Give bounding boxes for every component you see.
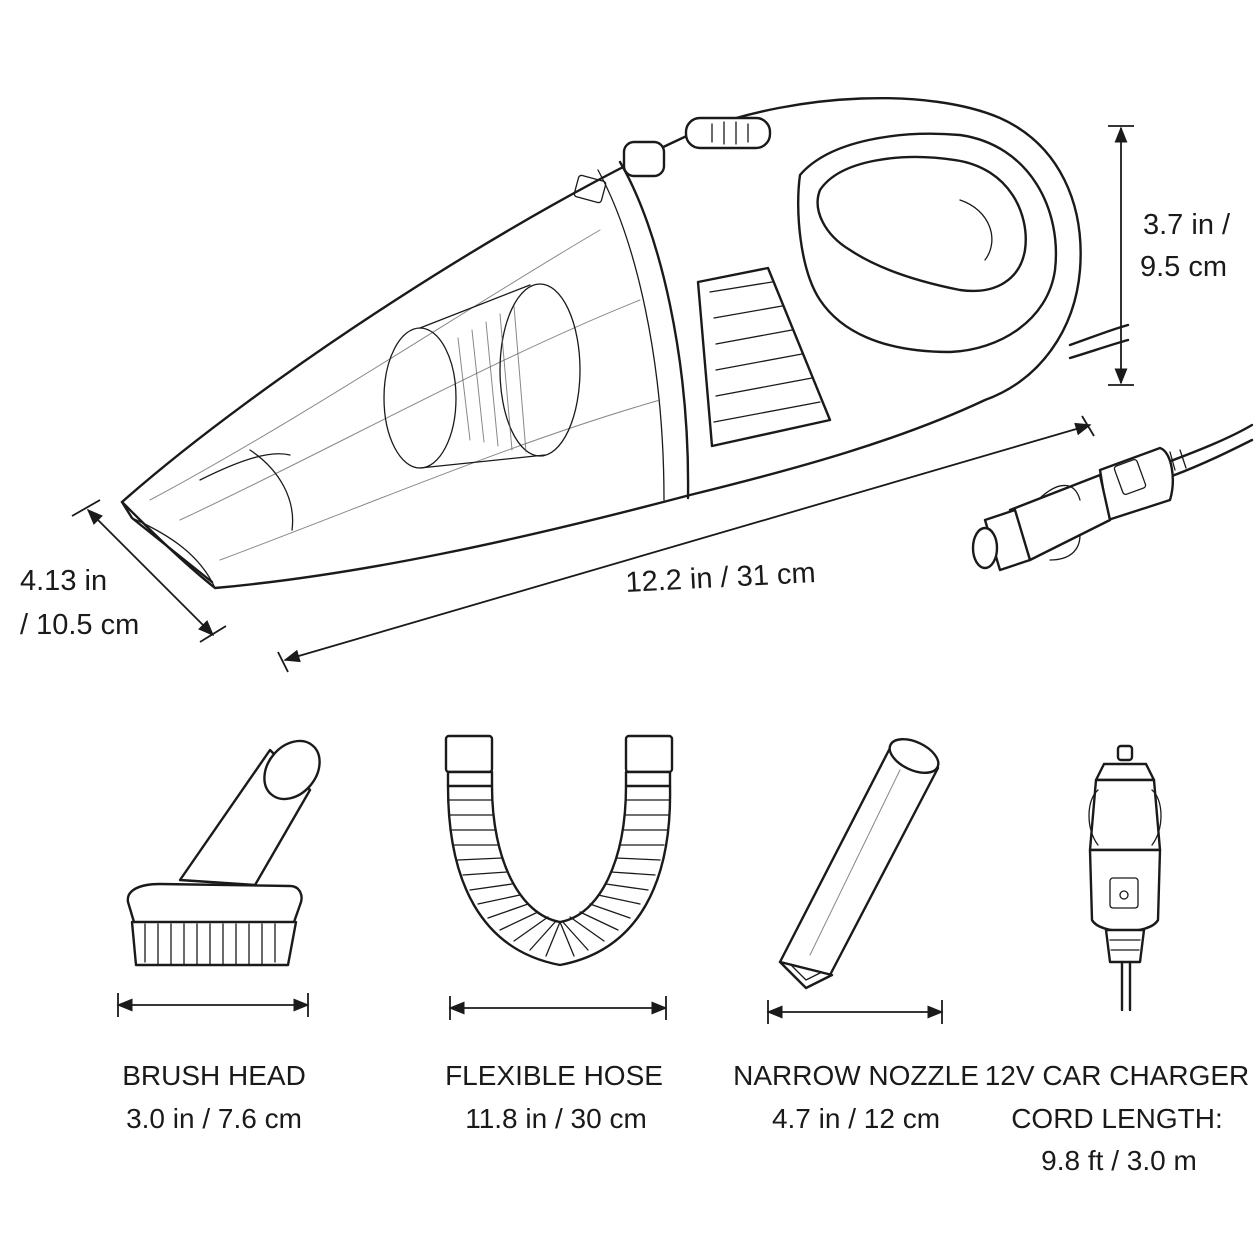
height-dimension bbox=[1108, 125, 1134, 386]
height-label-line1: 3.7 in / bbox=[1143, 209, 1231, 241]
car-charger-cord-label: CORD LENGTH: bbox=[1011, 1103, 1223, 1134]
height-label-line2: 9.5 cm bbox=[1140, 251, 1227, 283]
flexible-hose-icon bbox=[444, 734, 674, 967]
length-dimension bbox=[277, 415, 1095, 673]
narrow-nozzle-icon bbox=[778, 738, 940, 990]
handheld-vacuum-icon bbox=[120, 96, 1130, 590]
width-label-line2: / 10.5 cm bbox=[20, 609, 139, 641]
flexible-hose-size: 11.8 in / 30 cm bbox=[465, 1103, 647, 1134]
brush-head-name: BRUSH HEAD bbox=[122, 1060, 306, 1091]
narrow-nozzle-size: 4.7 in / 12 cm bbox=[772, 1103, 940, 1134]
brush-head-size: 3.0 in / 7.6 cm bbox=[126, 1103, 302, 1134]
car-charger-icon bbox=[1088, 744, 1162, 1012]
narrow-nozzle-name: NARROW NOZZLE bbox=[733, 1060, 979, 1091]
width-label-line1: 4.13 in bbox=[20, 565, 107, 597]
car-charger-size: 9.8 ft / 3.0 m bbox=[1041, 1145, 1197, 1176]
length-label: 12.2 in / 31 cm bbox=[625, 557, 817, 599]
brush-head-icon bbox=[126, 739, 321, 967]
car-charger-name: 12V CAR CHARGER bbox=[985, 1060, 1250, 1091]
flexible-hose-name: FLEXIBLE HOSE bbox=[445, 1060, 663, 1091]
width-dimension bbox=[71, 499, 227, 643]
